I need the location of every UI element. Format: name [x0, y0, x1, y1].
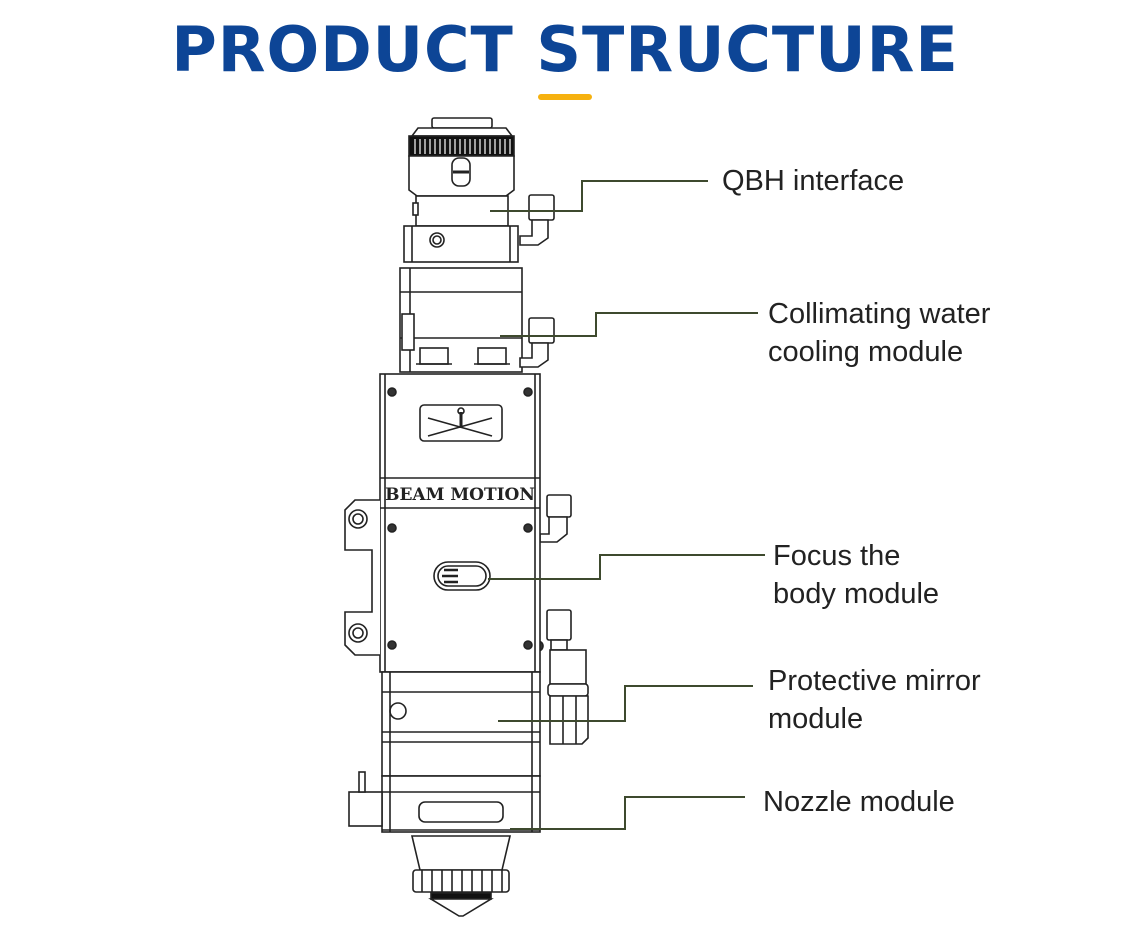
- leader-line-nozzle: [510, 796, 745, 830]
- callout-qbh-interface: QBH interface: [722, 165, 905, 197]
- callout-focus-body-module: Focus the body module: [773, 540, 940, 610]
- callout-protective-mirror: Protective mirror module: [768, 665, 981, 735]
- focus-body-module: [344, 373, 541, 673]
- callout-nozzle-module: Nozzle module: [763, 786, 955, 818]
- brand-plate: BEAM MOTION: [385, 485, 535, 505]
- leader-line-qbh: [490, 180, 708, 212]
- leader-line-collimating: [500, 312, 758, 337]
- nozzle-module: [348, 771, 541, 917]
- page-title: PRODUCT STRUCTURE: [171, 13, 959, 86]
- collimating-module: [399, 225, 523, 373]
- title-accent-underline: [538, 94, 592, 100]
- callout-collimating-water-cooling: Collimating water cooling module: [768, 298, 991, 368]
- qbh-connector: [408, 117, 515, 227]
- leader-line-focus: [488, 554, 765, 580]
- protective-mirror-module: [381, 671, 541, 777]
- laser-head-outline: [344, 117, 589, 917]
- leader-line-protective: [498, 685, 753, 722]
- leader-lines: [488, 180, 765, 830]
